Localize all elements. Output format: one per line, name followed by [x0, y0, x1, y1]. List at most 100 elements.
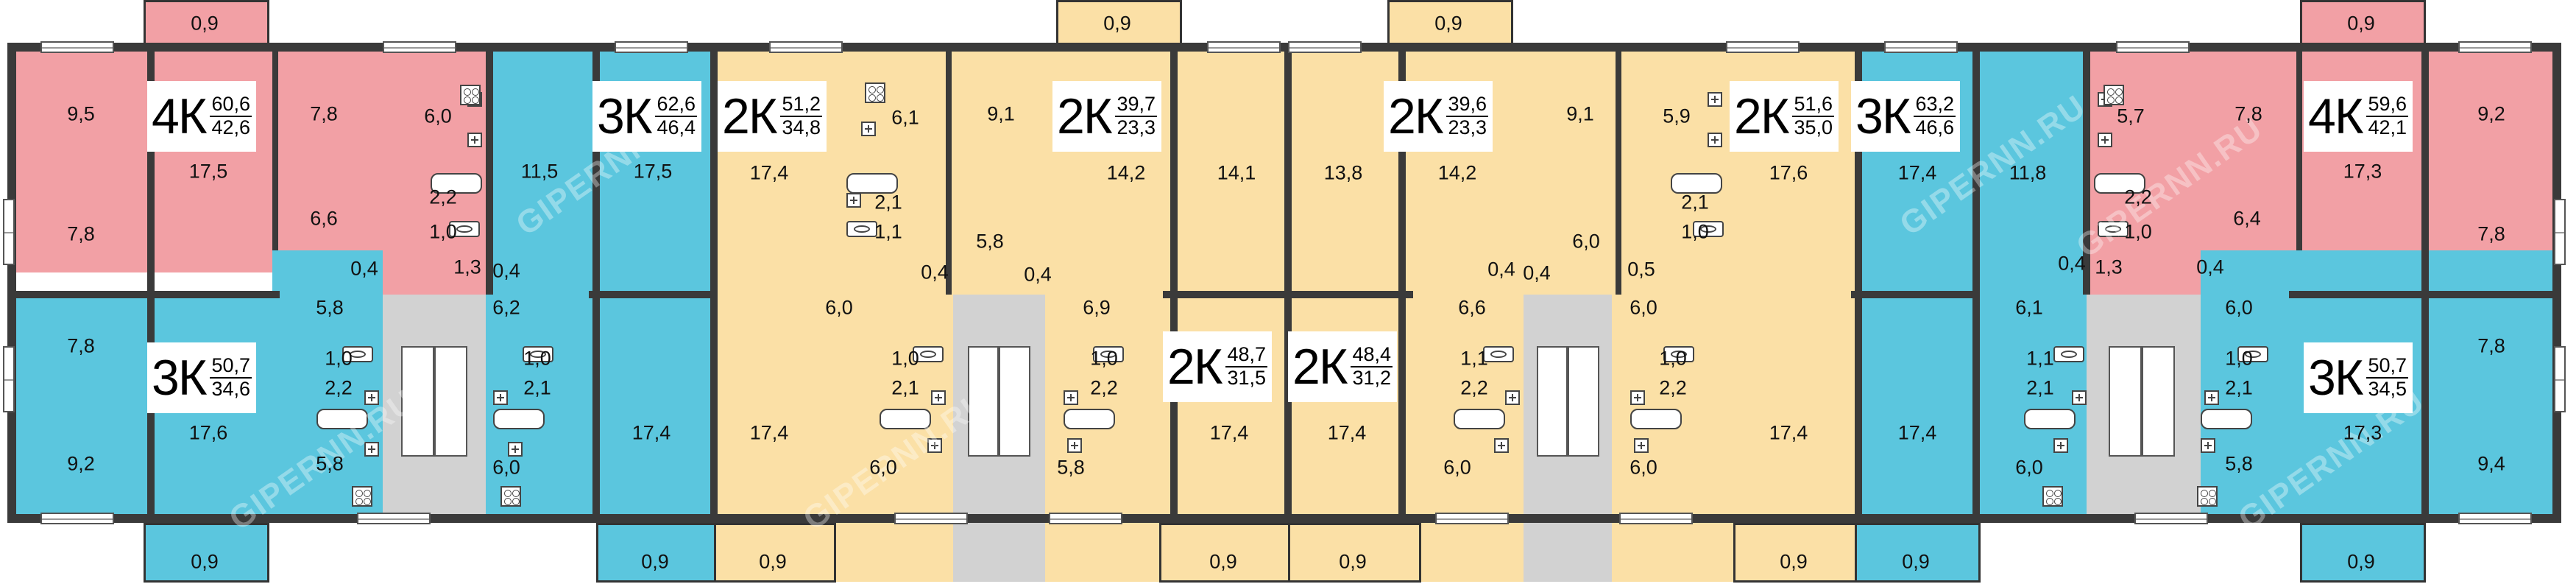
window-top-5 — [1207, 41, 1281, 53]
room-area: 6,0 — [825, 296, 853, 319]
bathtub-11 — [2024, 409, 2076, 429]
sink-6 — [493, 390, 508, 405]
window-bottom-8 — [2458, 513, 2532, 524]
room-area: 17,3 — [2343, 160, 2382, 183]
kitchen-sink-1 — [364, 442, 379, 457]
room-area: 7,8 — [67, 334, 95, 357]
room-area: 7,8 — [2234, 102, 2262, 125]
apartment-living-area: 23,3 — [1448, 116, 1487, 138]
apartment-living-area: 46,6 — [1915, 116, 1954, 138]
sink-3 — [1708, 133, 1722, 147]
toilet-1 — [449, 221, 480, 237]
room-area: 17,6 — [1769, 161, 1808, 184]
stove-7 — [2042, 486, 2063, 507]
room-area: 2,1 — [523, 376, 551, 399]
room-area: 0,9 — [2347, 12, 2375, 35]
bathtub-5 — [316, 409, 368, 429]
room-area: 0,9 — [1902, 550, 1930, 573]
balcony-bottom-2 — [596, 523, 718, 583]
apartment-living-area: 42,6 — [211, 116, 250, 138]
room-area: 6,0 — [1443, 456, 1471, 479]
window-bottom-7 — [2134, 513, 2208, 524]
balcony-bottom-4 — [1159, 523, 1292, 583]
bathtub-12 — [2201, 409, 2252, 429]
apartment-living-area: 31,2 — [1352, 367, 1391, 389]
sink-12 — [2204, 390, 2219, 405]
room-area: 2,1 — [2026, 376, 2054, 399]
room-area: 17,3 — [2343, 421, 2382, 444]
room-area: 6,2 — [492, 296, 520, 319]
apartment-type: 2К — [1734, 88, 1789, 144]
kitchen-sink-3 — [927, 438, 942, 453]
room-area: 1,0 — [523, 347, 551, 370]
room-area: 17,5 — [633, 160, 673, 183]
room-area: 5,8 — [316, 296, 344, 319]
room-area: 14,1 — [1217, 161, 1256, 184]
bathtub-4 — [2094, 173, 2145, 194]
wall-middle-1 — [7, 291, 280, 298]
room-area: 9,4 — [2477, 452, 2505, 475]
apartment-type: 3К — [2308, 350, 2363, 406]
stair-2 — [953, 295, 1045, 582]
apartment-total-area: 51,2 — [780, 94, 822, 117]
room-area: 6,1 — [891, 106, 919, 129]
wall-middle-2 — [589, 291, 714, 298]
room-area: 1,1 — [874, 220, 902, 243]
room-area: 5,7 — [2117, 105, 2145, 127]
apartment-living-area: 34,8 — [782, 116, 821, 138]
room-area: 2,1 — [891, 376, 919, 399]
kitchen-sink-6 — [1634, 438, 1649, 453]
toilet-12 — [2237, 346, 2268, 362]
sink-8 — [1064, 390, 1078, 405]
room-area: 1,0 — [1659, 347, 1687, 370]
wall-v-12 — [1972, 44, 1980, 516]
wall-left — [7, 43, 16, 523]
bathtub-3 — [1671, 173, 1722, 194]
room-area: 2,1 — [2225, 376, 2253, 399]
window-left-2 — [3, 346, 15, 412]
balcony-bottom-3 — [714, 523, 836, 583]
room-area: 17,6 — [188, 421, 228, 444]
apartment-total-area: 59,6 — [2366, 94, 2408, 117]
apartment-type: 2К — [722, 88, 777, 144]
balcony-top-1 — [144, 0, 269, 47]
bathtub-2 — [846, 173, 898, 194]
room-area: 6,0 — [2015, 456, 2043, 479]
apartment-total-area: 39,6 — [1446, 94, 1488, 117]
wall-v-9 — [1398, 44, 1406, 523]
stair-3 — [1524, 295, 1612, 582]
room-area: 5,8 — [976, 230, 1004, 253]
room-area: 1,3 — [453, 256, 481, 278]
room-area: 2,1 — [874, 191, 902, 214]
wall-right — [2552, 43, 2561, 523]
room-area: 17,4 — [749, 161, 789, 184]
window-right-1 — [2554, 199, 2566, 265]
wall-v-6 — [946, 44, 952, 295]
wall-v-15 — [2421, 44, 2429, 516]
room-area: 7,8 — [2477, 334, 2505, 357]
kitchen-sink-4 — [1067, 438, 1082, 453]
window-top-3 — [615, 41, 688, 53]
apartment-total-area: 39,7 — [1115, 94, 1157, 117]
room-area: 0,9 — [641, 550, 669, 573]
room-area: 6,6 — [310, 207, 338, 230]
room-area: 5,9 — [1663, 105, 1691, 127]
sink-4 — [2098, 133, 2112, 147]
room-area: 2,2 — [325, 376, 353, 399]
room-area: 0,5 — [1627, 258, 1655, 281]
room-area: 1,0 — [1681, 220, 1709, 243]
room-area: 6,1 — [2015, 296, 2043, 319]
bathtub-8 — [1064, 409, 1115, 429]
apartment-living-area: 23,3 — [1117, 116, 1156, 138]
room-area: 1,3 — [2095, 256, 2123, 278]
apartment-type: 2К — [1292, 339, 1348, 395]
room-area: 14,2 — [1437, 161, 1477, 184]
room-area: 0,9 — [1434, 12, 1462, 35]
